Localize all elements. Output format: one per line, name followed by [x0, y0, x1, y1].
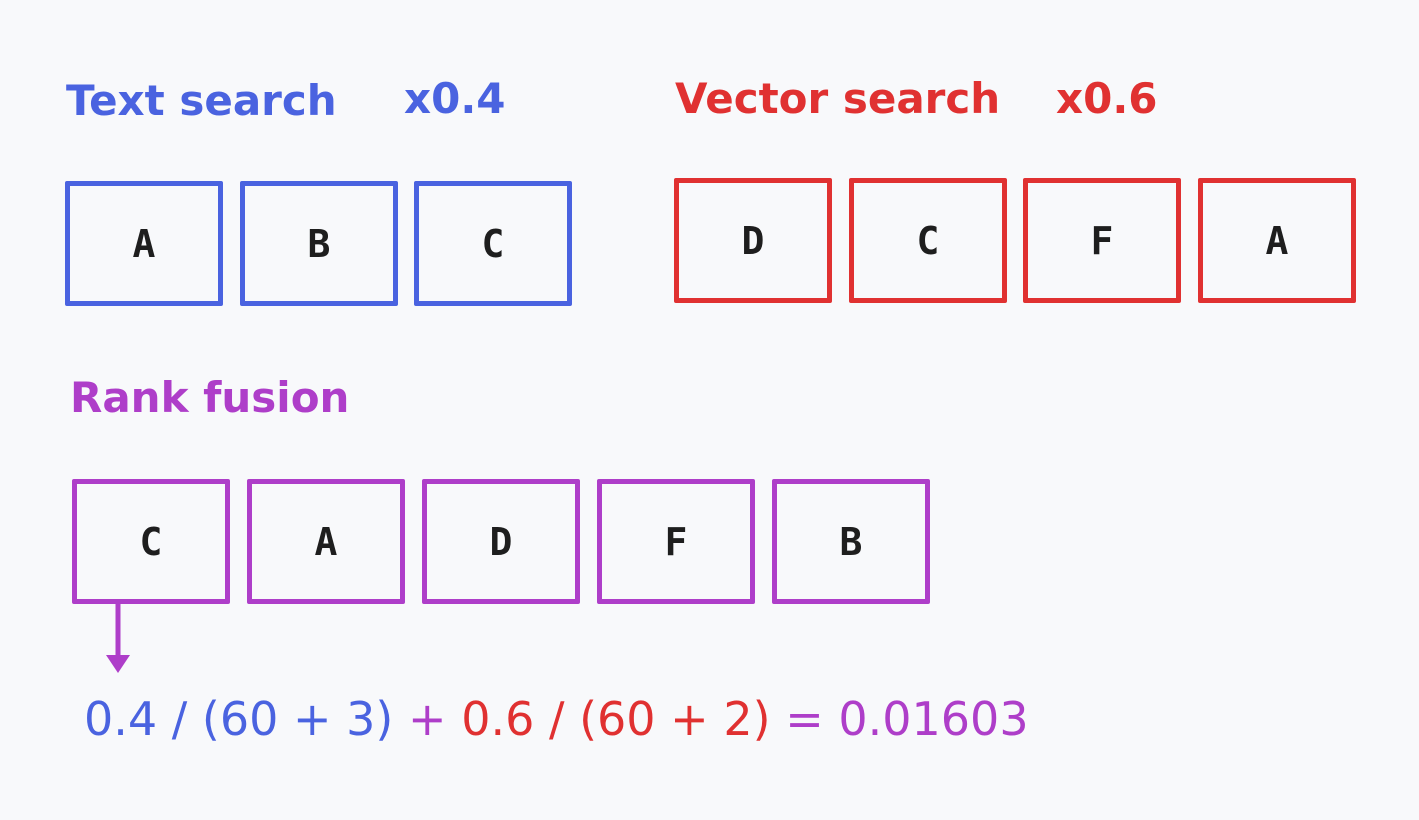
vector-search-label: Vector search: [675, 74, 1001, 123]
fusion-result-3: D: [422, 479, 580, 604]
formula-text-term: 0.4 / (60 + 3): [84, 692, 394, 746]
rank-fusion-heading: Rank fusion: [70, 377, 349, 419]
formula-result: = 0.01603: [785, 692, 1029, 746]
formula-vector-term: 0.6 / (60 + 2): [461, 692, 771, 746]
text-result-3: C: [414, 181, 572, 306]
fusion-result-5: B: [772, 479, 930, 604]
vector-search-weight: x0.6: [1056, 74, 1158, 123]
vector-search-heading: Vector search: [675, 78, 1000, 120]
vector-result-2: C: [849, 178, 1007, 303]
rank-fusion-label: Rank fusion: [70, 373, 350, 422]
text-search-label: Text search: [66, 76, 337, 125]
vector-result-4: A: [1198, 178, 1356, 303]
score-formula: 0.4 / (60 + 3) + 0.6 / (60 + 2) = 0.0160…: [84, 696, 1029, 742]
text-result-2: B: [240, 181, 398, 306]
fusion-result-2: A: [247, 479, 405, 604]
fusion-result-4: F: [597, 479, 755, 604]
text-result-1: A: [65, 181, 223, 306]
arrow-down-icon: [106, 603, 130, 673]
vector-result-1: D: [674, 178, 832, 303]
fusion-result-1: C: [72, 479, 230, 604]
text-search-weight: x0.4: [404, 74, 506, 123]
formula-plus: +: [408, 692, 447, 746]
vector-result-3: F: [1023, 178, 1181, 303]
text-search-heading: Text search: [66, 80, 337, 122]
